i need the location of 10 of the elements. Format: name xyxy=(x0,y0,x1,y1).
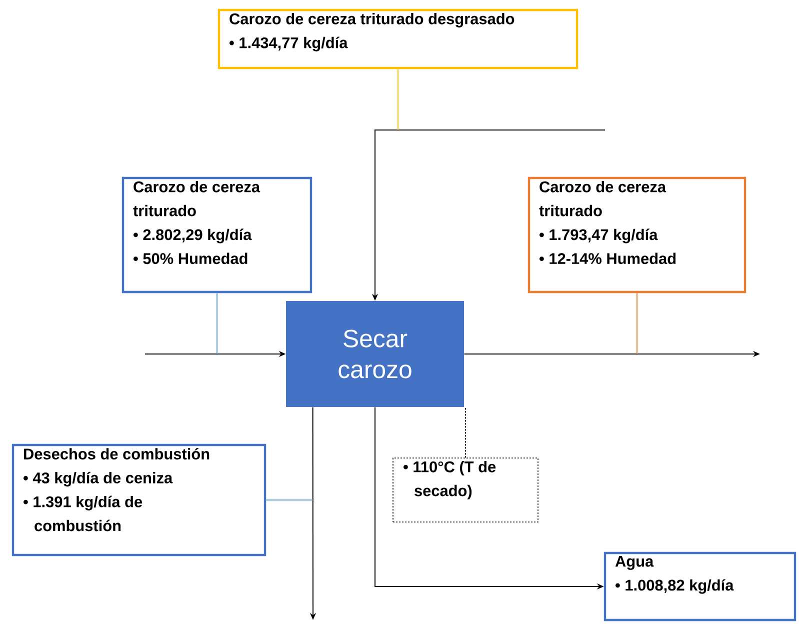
info-box: Carozo de cereza triturado • 2.802,29 kg/día • 50% Humedad xyxy=(122,176,312,294)
note-box: • 110°C (T de secado) xyxy=(392,458,538,522)
info-box: Agua • 1.008,82 kg/día xyxy=(604,552,796,622)
info-box: Carozo de cereza triturado desgrasado • 1.434,77 kg/día xyxy=(218,8,578,70)
leader-line xyxy=(636,292,638,354)
leader-line xyxy=(465,406,466,458)
info-box: Desechos de combustión • 43 kg/día de ceniza • 1.391 kg/día de combustión xyxy=(12,444,266,556)
process-box: Secar carozo xyxy=(286,301,464,407)
leader-line xyxy=(216,292,218,354)
info-box: Carozo de cereza triturado • 1.793,47 kg/día • 12-14% Humedad xyxy=(528,176,746,294)
